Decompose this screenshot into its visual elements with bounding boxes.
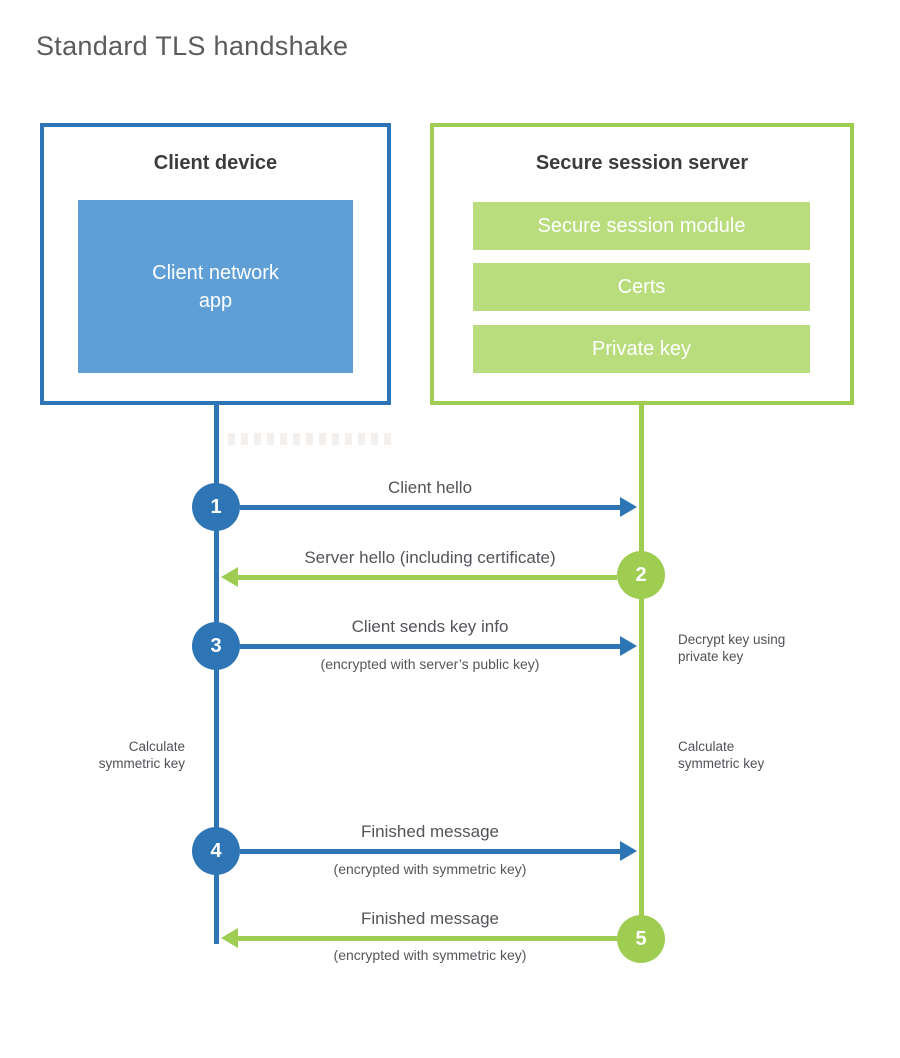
note-line: Decrypt key using [678, 632, 786, 647]
arrow-shaft [240, 644, 623, 649]
client-network-app-box: Client network app [78, 200, 353, 373]
note-line: Calculate [128, 739, 185, 754]
server-lifeline [639, 405, 644, 939]
label-finished-server: Finished message [361, 909, 499, 928]
arrowhead-left-icon [221, 928, 238, 948]
server-module-private-key: Private key [473, 325, 810, 373]
note-calculate-symmetric-key-server: Calculate symmetric key [678, 738, 764, 772]
label-client-hello: Client hello [387, 478, 473, 497]
server-module-certs: Certs [473, 263, 810, 311]
step-4-badge: 4 [192, 827, 240, 875]
label-finished-client: Finished message [361, 822, 499, 841]
client-app-label-line2: app [198, 289, 233, 312]
sublabel-client-key-info: (encrypted with server’s public key) [320, 656, 540, 672]
arrow-finished-server [221, 928, 617, 948]
arrowhead-left-icon [221, 567, 238, 587]
label-server-hello: Server hello (including certificate) [304, 548, 556, 567]
page-title: Standard TLS handshake [36, 31, 349, 61]
step-5-badge: 5 [617, 915, 665, 963]
faint-dashed-artifact [228, 433, 396, 445]
client-lifeline [214, 405, 219, 944]
arrowhead-right-icon [620, 636, 637, 656]
arrow-shaft [235, 575, 617, 580]
arrow-client-key-info [240, 636, 637, 656]
note-line: symmetric key [678, 756, 765, 771]
step-3-badge: 3 [192, 622, 240, 670]
step-2-badge: 2 [617, 551, 665, 599]
arrowhead-right-icon [620, 497, 637, 517]
note-calculate-symmetric-key-client: Calculate symmetric key [52, 738, 185, 772]
arrow-shaft [235, 936, 617, 941]
arrow-shaft [240, 505, 623, 510]
arrowhead-right-icon [620, 841, 637, 861]
note-line: private key [678, 649, 744, 664]
arrow-shaft [240, 849, 623, 854]
label-client-key-info: Client sends key info [351, 617, 509, 636]
server-title: Secure session server [535, 152, 749, 174]
note-line: symmetric key [98, 756, 185, 771]
sublabel-finished-client: (encrypted with symmetric key) [333, 861, 527, 877]
sublabel-finished-server: (encrypted with symmetric key) [333, 947, 527, 963]
arrow-client-hello [240, 497, 637, 517]
note-decrypt-key: Decrypt key using private key [678, 631, 785, 665]
arrow-server-hello [221, 567, 617, 587]
client-app-label-line1: Client network [152, 261, 279, 284]
server-module-secure-session: Secure session module [473, 202, 810, 250]
client-device-title: Client device [153, 152, 278, 174]
note-line: Calculate [678, 739, 735, 754]
step-1-badge: 1 [192, 483, 240, 531]
arrow-finished-client [240, 841, 637, 861]
